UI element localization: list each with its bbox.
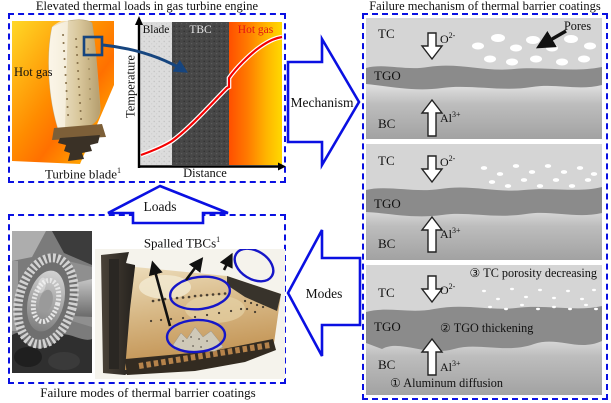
tgo-label: TGO bbox=[374, 319, 401, 334]
pores-small bbox=[482, 287, 598, 311]
inspection-square bbox=[82, 35, 104, 57]
oxygen-ion-label: O2- bbox=[440, 282, 456, 297]
pores-large bbox=[472, 34, 596, 66]
tc-label: TC bbox=[378, 153, 395, 168]
modes-connector-label: Modes bbox=[305, 286, 343, 301]
panel-failure-mechanism: TC TGO BC O2- Al3+ Pores bbox=[362, 13, 608, 400]
temperature-graph bbox=[135, 16, 286, 171]
bc-label: BC bbox=[378, 236, 396, 251]
y-axis-label: Temperature bbox=[123, 55, 138, 118]
bc-label: BC bbox=[378, 357, 396, 372]
spalled-blade-photo bbox=[95, 249, 285, 379]
y-axis-arrowhead bbox=[135, 16, 143, 25]
pores-label: Pores bbox=[564, 19, 592, 33]
spalled-dark-corner bbox=[227, 276, 281, 311]
oxygen-arrow bbox=[420, 275, 444, 304]
tgo-label: TGO bbox=[374, 68, 401, 83]
oxygen-arrow bbox=[420, 155, 444, 184]
pores-medium bbox=[480, 164, 598, 188]
aluminum-arrow bbox=[420, 337, 444, 376]
turbine-blade-shape bbox=[48, 19, 106, 161]
bc-label: BC bbox=[378, 116, 396, 131]
turbine-disc bbox=[13, 253, 79, 349]
tc-label: TC bbox=[378, 285, 395, 300]
tgo-layer bbox=[366, 187, 602, 217]
stage2-graphic bbox=[366, 155, 602, 260]
tgo-layer bbox=[366, 306, 602, 352]
aluminum-arrow bbox=[420, 98, 444, 137]
graph-tbc-label: TBC bbox=[189, 24, 212, 36]
oxygen-ion-label: O2- bbox=[440, 154, 456, 169]
aluminum-ion-label: Al3+ bbox=[440, 226, 461, 241]
x-axis-arrowhead bbox=[278, 162, 286, 171]
x-axis-label: Distance bbox=[183, 166, 227, 180]
turbine-blade-caption: Turbine blade1 bbox=[44, 166, 122, 182]
mechanism-stage-3: TC TGO BC O2- Al3+ ③ TC porosity decreas… bbox=[366, 265, 602, 395]
title-thermal-loads: Elevated thermal loads in gas turbine en… bbox=[35, 0, 259, 13]
temperature-curve bbox=[140, 35, 283, 157]
tgo-label: TGO bbox=[374, 196, 401, 211]
annotation-aluminum-diffusion: ① Aluminum diffusion bbox=[390, 376, 503, 390]
tc-label: TC bbox=[378, 26, 395, 41]
mechanism-connector-label: Mechanism bbox=[290, 95, 354, 110]
hot-gas-band bbox=[229, 22, 282, 165]
stage3-graphic bbox=[366, 275, 602, 395]
panel-thermal-loads: Hot gas Turbine blade1 Blade TBC Hot gas… bbox=[8, 13, 286, 183]
aluminum-arrow bbox=[420, 215, 444, 253]
cooling-holes bbox=[62, 34, 70, 116]
spalled-tbcs-label: Spalled TBCs1 bbox=[143, 235, 221, 251]
engine-photo bbox=[12, 231, 92, 373]
annotation-tgo-thickening: ② TGO thickening bbox=[440, 321, 534, 335]
tgo-layer bbox=[366, 65, 602, 90]
caption-failure-modes: Failure modes of thermal barrier coating… bbox=[40, 385, 256, 400]
stage1-graphic bbox=[366, 29, 602, 139]
graph-hot-gas-label: Hot gas bbox=[237, 24, 274, 36]
oxygen-arrow bbox=[420, 32, 444, 61]
loads-connector-label: Loads bbox=[143, 199, 177, 214]
mechanism-stage-2: TC TGO BC O2- Al3+ bbox=[366, 144, 602, 260]
panel-failure-modes: Spalled TBCs1 bbox=[8, 214, 286, 384]
graph-blade-label: Blade bbox=[142, 24, 170, 36]
annotation-tc-porosity: ③ TC porosity decreasing bbox=[469, 266, 597, 280]
aluminum-ion-label: Al3+ bbox=[440, 359, 461, 374]
mechanism-stage-1: TC TGO BC O2- Al3+ Pores bbox=[366, 18, 602, 139]
oxygen-ion-label: O2- bbox=[440, 31, 456, 46]
turbine-blade-image bbox=[12, 19, 114, 164]
aluminum-ion-label: Al3+ bbox=[440, 110, 461, 125]
title-failure-mechanism: Failure mechanism of thermal barrier coa… bbox=[369, 0, 601, 13]
pores-arrow bbox=[535, 29, 567, 49]
hot-gas-label: Hot gas bbox=[14, 65, 53, 79]
